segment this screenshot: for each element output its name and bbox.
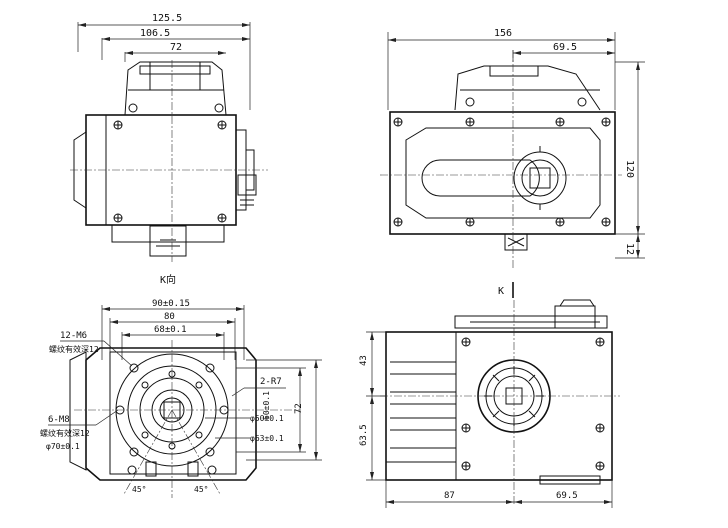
- callout-2-r7: 2-R7: [260, 377, 282, 387]
- top-view: 43 63.5 87 69.5: [359, 299, 620, 508]
- view-arrow-k: K: [498, 286, 504, 297]
- dim-phi50: φ50±0.1: [250, 414, 284, 423]
- dim-125-5: 125.5: [152, 13, 182, 24]
- callout-6-m8-note: 螺纹有效深12: [40, 428, 90, 438]
- dim-68-0-1: 68±0.1: [154, 325, 187, 335]
- callout-12-m6-note: 螺纹有效深12: [49, 344, 99, 354]
- angle-left-45: 45°: [132, 485, 146, 494]
- callout-phi70: φ70±0.1: [46, 442, 80, 451]
- dim-72: 72: [170, 42, 182, 53]
- dim-90-0-15: 90±0.15: [152, 299, 190, 309]
- front-view: 125.5 106.5 72: [70, 13, 268, 286]
- dim-87: 87: [444, 491, 455, 501]
- dim-72-v: 72: [294, 403, 304, 414]
- bottom-view: 90±0.15 80 68±0.1: [40, 299, 322, 498]
- dim-43: 43: [359, 355, 369, 366]
- dim-12: 12: [624, 243, 635, 255]
- dim-63-5: 63.5: [359, 424, 369, 446]
- dim-69-5-b: 69.5: [556, 491, 578, 501]
- dim-60-0-1: 60±0.1: [262, 391, 271, 420]
- angle-right-45: 45°: [194, 485, 208, 494]
- dim-phi63: φ63±0.1: [250, 434, 284, 443]
- callout-6-m8: 6-M8: [48, 415, 70, 425]
- callout-12-m6: 12-M6: [60, 331, 87, 341]
- dim-69-5: 69.5: [553, 42, 577, 53]
- view-label-k: K向: [160, 273, 176, 286]
- dim-80: 80: [164, 312, 175, 322]
- dim-106-5: 106.5: [140, 28, 170, 39]
- dim-120: 120: [624, 160, 635, 178]
- dim-156: 156: [494, 28, 512, 39]
- side-view: 156 69.5: [380, 28, 645, 298]
